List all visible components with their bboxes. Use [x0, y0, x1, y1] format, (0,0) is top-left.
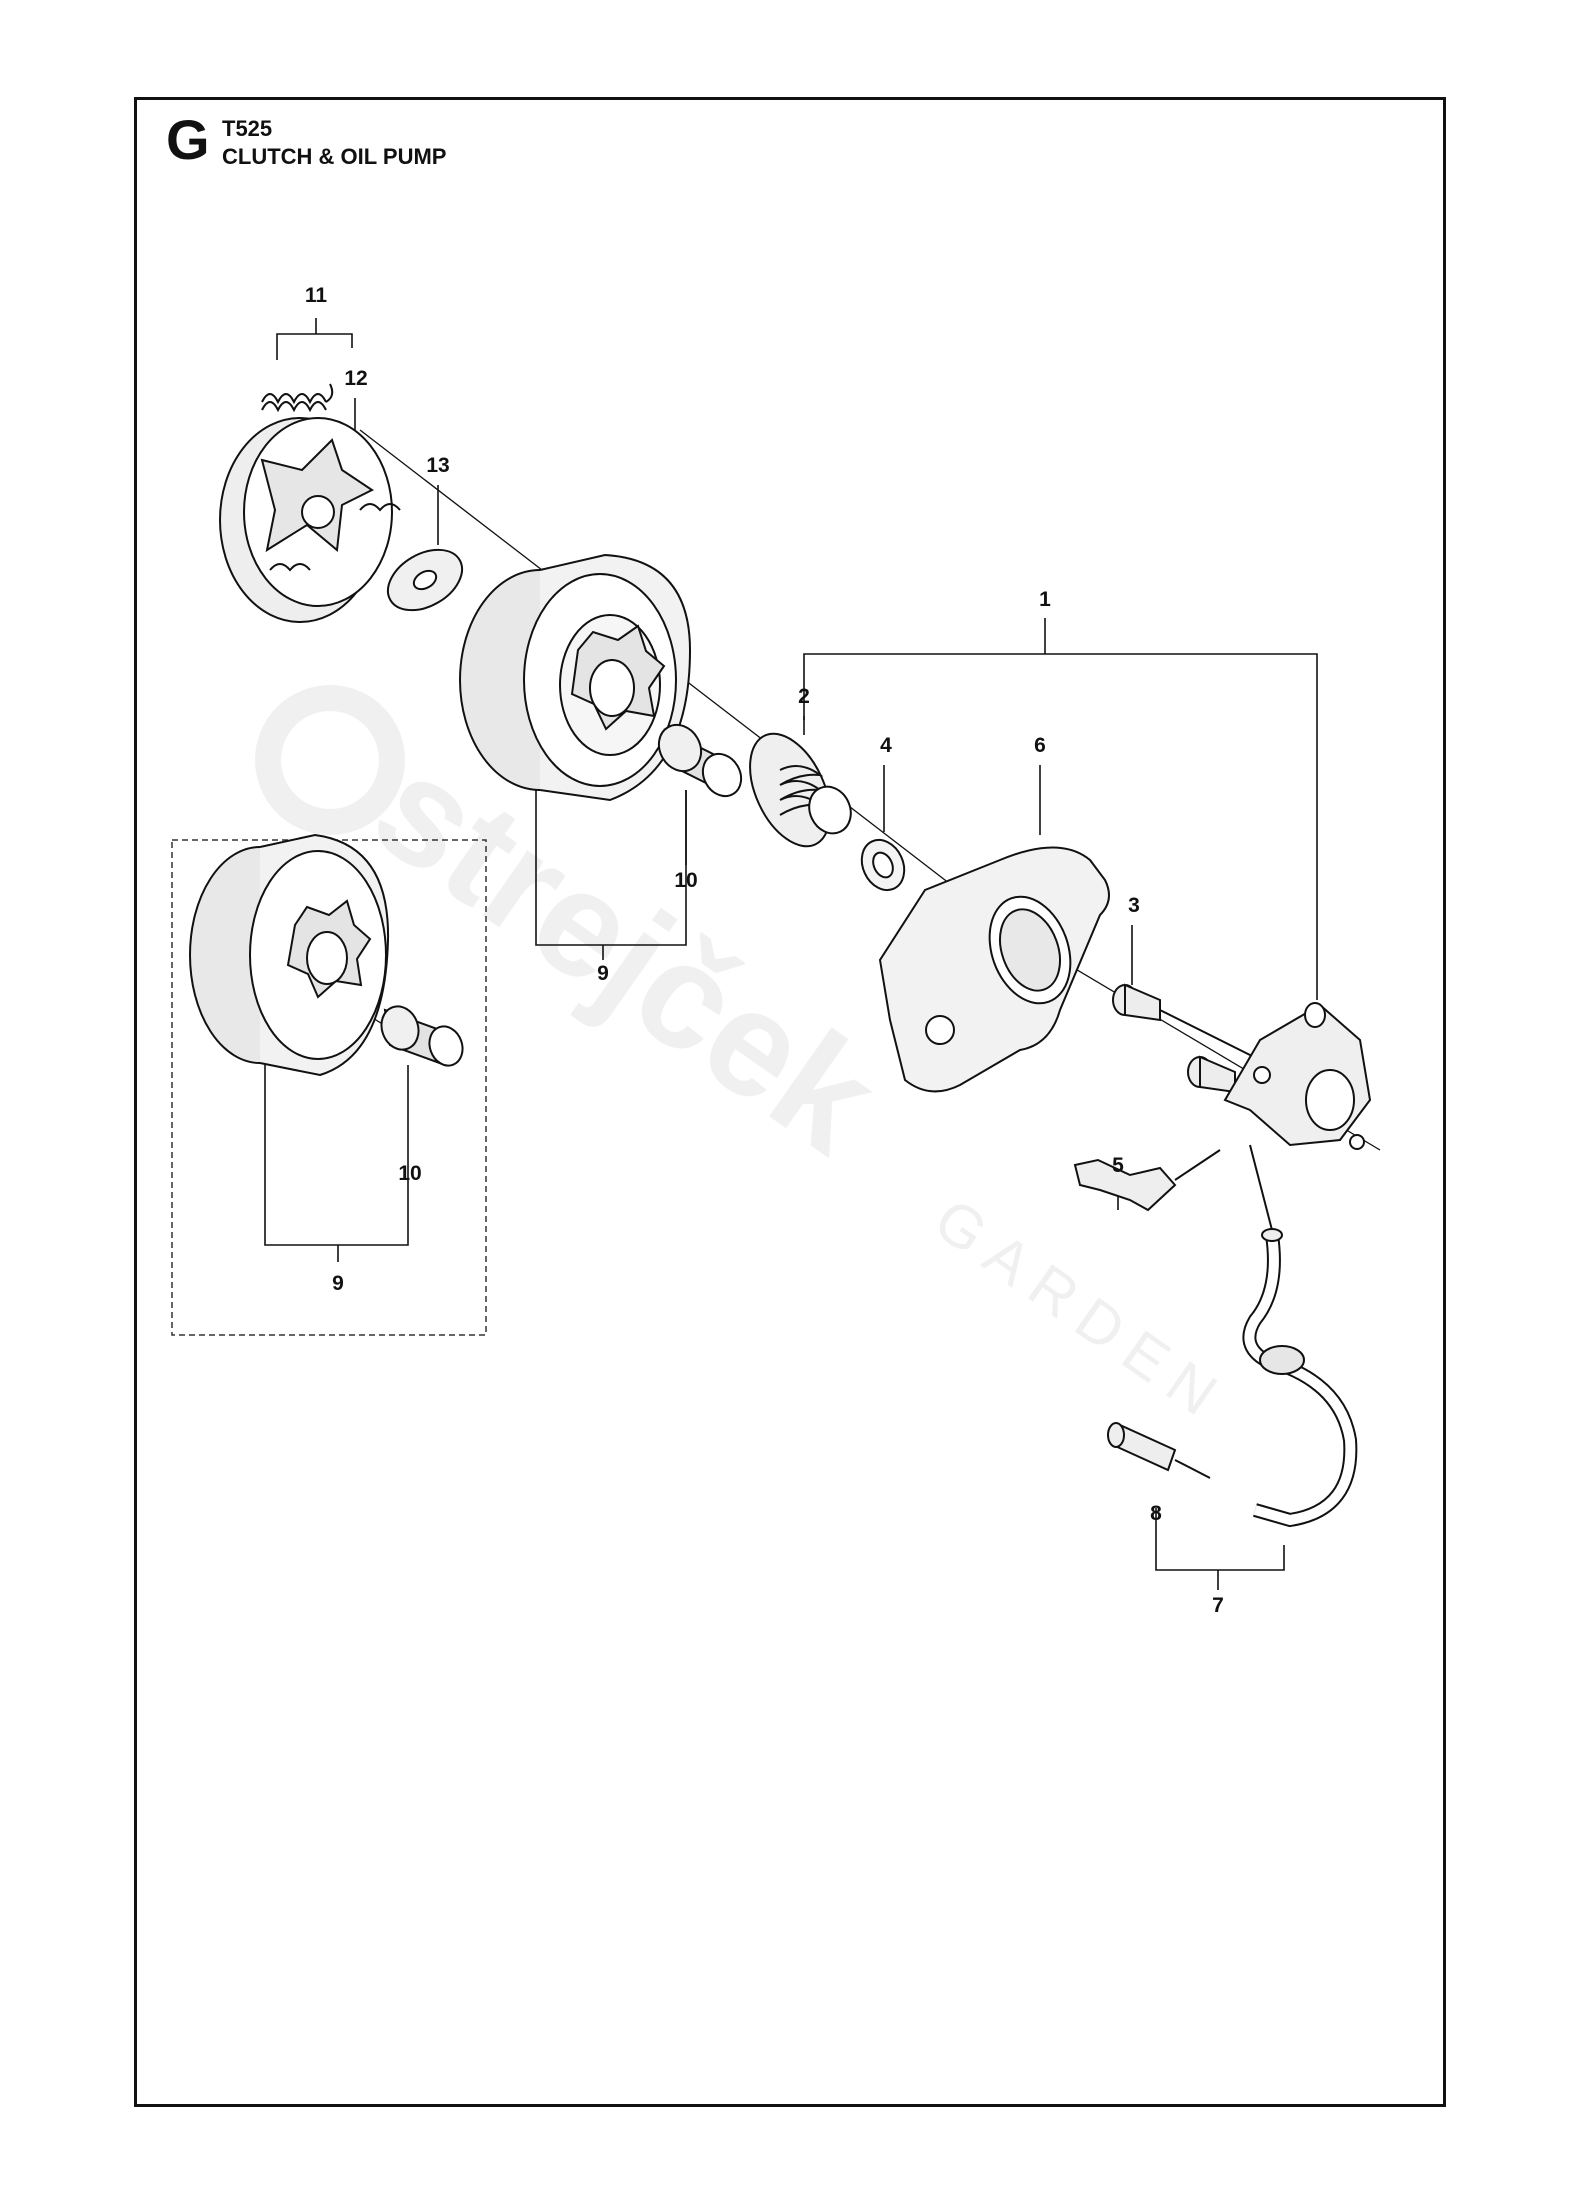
callout-12: 12: [344, 367, 367, 390]
callout-10-main: 10: [674, 869, 697, 892]
callout-2: 2: [798, 685, 810, 708]
clutch-part-12: [219, 417, 401, 623]
alternate-parts-box: [171, 839, 487, 1336]
worm-gear-part-2: [749, 732, 852, 848]
callout-4: 4: [880, 734, 892, 757]
oil-hose-part-7: [1242, 1144, 1358, 1528]
leader-lines: [264, 318, 1318, 1590]
lever-part-5: [1073, 1149, 1221, 1212]
screw-part-3: [1112, 983, 1261, 1094]
callout-9-alt: 9: [332, 1272, 344, 1295]
page-title: CLUTCH & OIL PUMP: [222, 144, 447, 169]
washer-part-13: [387, 548, 463, 612]
callout-1: 1: [1039, 588, 1051, 611]
callout-3: 3: [1128, 894, 1140, 917]
model-number: T525: [222, 116, 273, 141]
oil-filter-part-8: [1107, 1422, 1211, 1479]
bearing-part-10: [657, 723, 743, 798]
callout-8: 8: [1150, 1502, 1162, 1525]
washer-part-4: [860, 838, 906, 892]
watermark-logo-icon: [255, 685, 405, 835]
callout-7: 7: [1212, 1594, 1224, 1617]
bearing-alt-part-10: [380, 1005, 464, 1067]
callout-13: 13: [426, 454, 449, 477]
callout-labels: 11 12 13 1 2 4 6 3 5 10 9 10 9 8 7: [305, 284, 1224, 1617]
diagram-frame: [134, 97, 1446, 2107]
section-letter: G: [166, 108, 210, 171]
callout-6: 6: [1034, 734, 1046, 757]
clutch-drum-part-9: [459, 553, 692, 802]
callout-9-main: 9: [597, 962, 609, 985]
callout-11: 11: [305, 284, 328, 307]
callout-10-alt: 10: [398, 1162, 421, 1185]
watermark-sub: GARDEN: [923, 1186, 1241, 1436]
callout-5: 5: [1112, 1154, 1124, 1177]
clutch-drum-alt-part-9: [189, 833, 390, 1077]
oil-pump-part-1: [1223, 1002, 1372, 1150]
spring-part-11: [261, 383, 334, 413]
cover-plate-part-6: [878, 846, 1110, 1093]
